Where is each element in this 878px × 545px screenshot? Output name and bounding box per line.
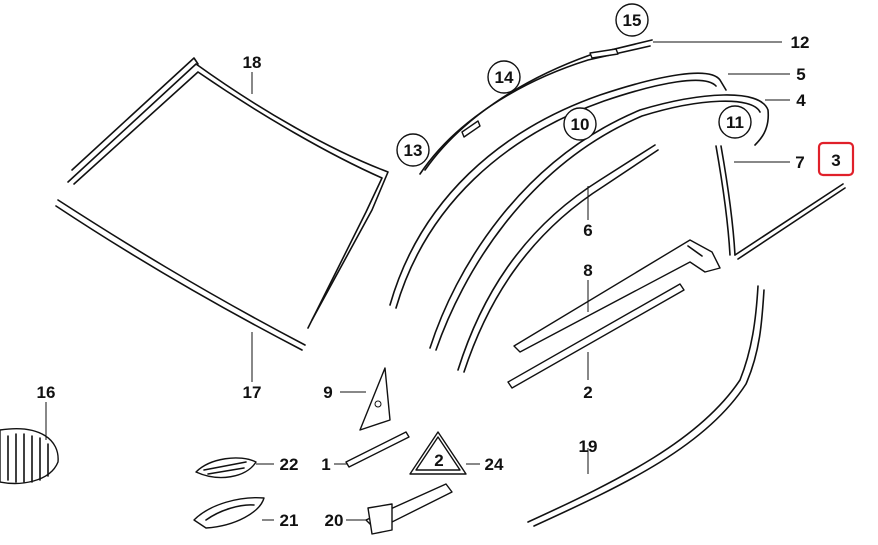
windshield-frame-18[interactable] xyxy=(67,57,389,329)
warning-label-24[interactable]: 2 xyxy=(409,431,467,475)
label-6: 6 xyxy=(583,221,592,240)
label-18: 18 xyxy=(243,53,262,72)
highlight-box xyxy=(817,141,855,177)
label-circle-10 xyxy=(563,107,597,141)
leader-lines xyxy=(45,41,790,521)
label-24: 24 xyxy=(485,455,504,474)
label-16: 16 xyxy=(37,383,56,402)
label-circle-13 xyxy=(396,133,430,167)
label-circle-15 xyxy=(615,3,649,37)
windshield-seal-17[interactable] xyxy=(55,199,306,351)
label-7: 7 xyxy=(795,153,804,172)
label-12: 12 xyxy=(791,33,810,52)
label-circle-11 xyxy=(718,105,752,139)
window-channel-8[interactable] xyxy=(513,239,721,353)
label-4: 4 xyxy=(796,91,806,110)
warning-sign-text: 2 xyxy=(434,451,443,470)
label-21: 21 xyxy=(280,511,299,530)
trim-strip-15[interactable] xyxy=(461,48,619,138)
moulding-13[interactable] xyxy=(419,39,653,175)
strip-1[interactable] xyxy=(345,431,410,468)
door-seal-19[interactable] xyxy=(527,285,765,527)
label-14: 14 xyxy=(495,68,514,87)
label-9: 9 xyxy=(323,383,332,402)
label-19: 19 xyxy=(579,437,598,456)
pillar-trim-7[interactable] xyxy=(715,145,736,256)
label-13: 13 xyxy=(404,141,423,160)
triangle-cover-9[interactable] xyxy=(359,367,391,431)
strip-3[interactable] xyxy=(734,183,846,260)
label-8: 8 xyxy=(583,261,592,280)
bezel-21[interactable] xyxy=(193,497,265,529)
label-20: 20 xyxy=(325,511,344,530)
label-5: 5 xyxy=(796,65,805,84)
label-10: 10 xyxy=(571,115,590,134)
sill-strip-2[interactable] xyxy=(507,283,685,389)
label-15: 15 xyxy=(623,11,642,30)
seal-4[interactable] xyxy=(429,94,770,351)
label-circle-14 xyxy=(487,60,521,94)
door-moulding-6[interactable] xyxy=(457,144,659,373)
label-1: 1 xyxy=(321,455,330,474)
label-17: 17 xyxy=(243,383,262,402)
trim-20[interactable] xyxy=(365,483,453,535)
grille-16[interactable] xyxy=(0,428,59,485)
seal-5[interactable] xyxy=(389,72,727,309)
label-11: 11 xyxy=(726,113,744,132)
label-3[interactable]: 3 xyxy=(831,151,840,170)
cover-22[interactable] xyxy=(195,457,257,479)
label-2: 2 xyxy=(583,383,592,402)
label-22: 22 xyxy=(280,455,299,474)
